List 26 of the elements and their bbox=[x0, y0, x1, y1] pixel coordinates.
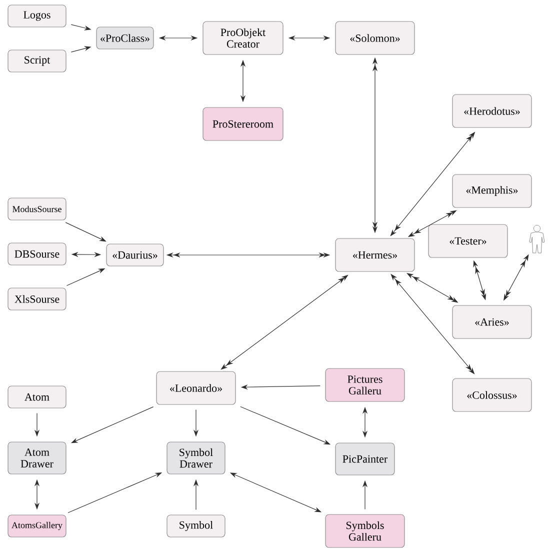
component-box: ProObjekt Creator bbox=[202, 21, 284, 55]
component-box: XlsSourse bbox=[8, 288, 66, 310]
component-box: «Hermes» bbox=[335, 238, 415, 272]
component-box: «Colossus» bbox=[452, 378, 532, 412]
component-box: «Aries» bbox=[452, 305, 532, 339]
person-icon bbox=[529, 224, 545, 254]
component-box: «Solomon» bbox=[335, 21, 415, 55]
component-box: «Herodotus» bbox=[452, 94, 532, 128]
component-box: Logos bbox=[8, 4, 66, 28]
component-box: «Leonardo» bbox=[156, 371, 236, 405]
component-box: PicPainter bbox=[335, 442, 395, 476]
component-box: ModusSourse bbox=[8, 198, 66, 220]
component-box: DBSourse bbox=[8, 242, 66, 266]
component-box: Atom Drawer bbox=[8, 442, 66, 474]
component-box: «Memphis» bbox=[452, 174, 532, 208]
component-box: «Tester» bbox=[428, 224, 508, 258]
component-box: Symbols Galleru bbox=[325, 514, 405, 548]
component-box: «Daurius» bbox=[106, 244, 164, 266]
component-box: ProStereroom bbox=[202, 107, 284, 141]
component-box: Script bbox=[8, 50, 66, 72]
component-box: AtomsGallery bbox=[8, 514, 66, 538]
component-box: Symbol Drawer bbox=[166, 442, 226, 474]
component-box: Pictures Galleru bbox=[325, 368, 405, 402]
component-box: Atom bbox=[8, 386, 66, 408]
component-box: Symbol bbox=[166, 514, 226, 538]
component-box: «ProClass» bbox=[96, 26, 154, 50]
